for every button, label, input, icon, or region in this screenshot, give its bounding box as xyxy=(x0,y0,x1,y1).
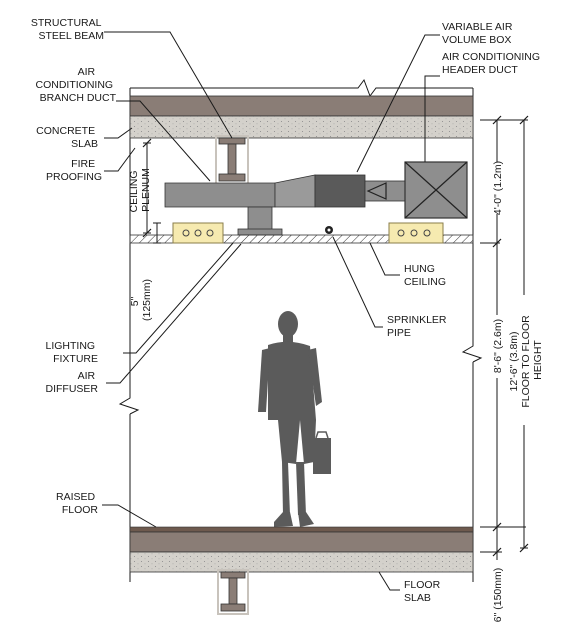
label-raised-floor: RAISED FLOOR xyxy=(56,491,98,516)
dim-floor-to-floor-text: 12'-6" (3.8m) FLOOR TO FLOOR HEIGHT xyxy=(508,312,544,407)
leader-vav-box xyxy=(356,34,440,173)
label-hung-ceiling: HUNG CEILING xyxy=(404,263,446,288)
sprinkler-pipe xyxy=(325,226,333,234)
leader-ac-branch-duct xyxy=(116,100,211,182)
lighting-fixture-left xyxy=(172,222,224,244)
label-sprinkler-pipe: SPRINKLER PIPE xyxy=(387,314,449,339)
dim-slab-text: 6" (150mm) xyxy=(492,568,504,623)
leader-raised-floor xyxy=(102,504,157,528)
label-structural-steel-beam: STRUCTURAL STEEL BEAM xyxy=(31,17,104,42)
structural-steel-beam-lower xyxy=(217,569,249,615)
leader-air-diffuser xyxy=(106,243,242,384)
structural-steel-beam-upper xyxy=(215,135,249,185)
label-ceiling-plenum: CEILING PLENUM xyxy=(128,168,152,213)
dim-room-text: 8'-6" (2.6m) xyxy=(492,319,504,373)
leader-floor-slab xyxy=(378,571,400,591)
dim-ceiling-gap-text: 5" (125mm) xyxy=(129,279,153,321)
vav-box xyxy=(314,174,406,208)
leader-concrete-slab xyxy=(104,127,133,139)
label-air-diffuser: AIR DIFFUSER xyxy=(46,370,99,395)
label-fire-proofing: FIRE PROOFING xyxy=(46,158,102,183)
label-vav-box: VARIABLE AIR VOLUME BOX xyxy=(442,21,515,46)
upper-concrete-slab xyxy=(129,95,474,139)
left-wall-upper xyxy=(118,88,140,415)
label-concrete-slab: CONCRETE SLAB xyxy=(36,125,98,150)
label-ac-branch-duct: AIR CONDITIONING BRANCH DUCT xyxy=(35,66,116,104)
label-floor-slab: FLOOR SLAB xyxy=(404,579,443,604)
label-ac-header-duct: AIR CONDITIONING HEADER DUCT xyxy=(442,51,543,76)
leader-sprinkler-pipe xyxy=(332,236,383,328)
floor-slab xyxy=(129,531,474,573)
lighting-fixture-right xyxy=(388,222,444,244)
ac-header-duct xyxy=(404,161,468,219)
leader-lighting-fixture xyxy=(123,242,234,354)
raised-floor xyxy=(129,526,474,533)
leader-structural-steel-beam xyxy=(104,31,233,139)
ac-branch-duct xyxy=(164,174,316,236)
label-lighting-fixture: LIGHTING FIXTURE xyxy=(45,340,98,365)
person-silhouette xyxy=(258,311,331,527)
leader-fire-proofing xyxy=(104,147,136,172)
hung-ceiling xyxy=(129,234,474,244)
leader-hung-ceiling xyxy=(369,242,400,276)
leader-header-duct xyxy=(424,75,440,162)
dim-plenum-text: 4'-0" (1.2m) xyxy=(492,161,504,215)
right-wall-upper xyxy=(461,88,483,363)
top-outline xyxy=(130,78,473,98)
